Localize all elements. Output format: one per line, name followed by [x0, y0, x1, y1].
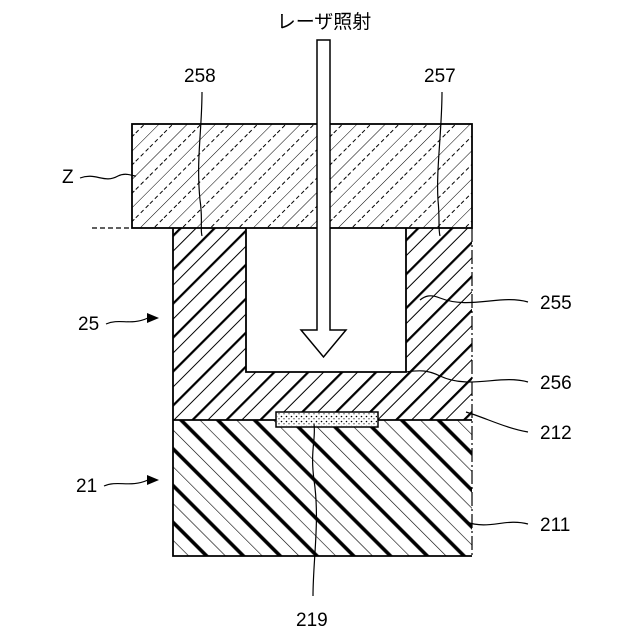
title-laser-irradiation: レーザ照射	[277, 11, 372, 33]
label-258: 258	[184, 66, 216, 87]
right-arrow-icon	[104, 475, 159, 486]
filler-219-dots	[277, 413, 377, 426]
label-21: 21	[76, 476, 97, 497]
label-211: 211	[540, 515, 570, 536]
right-arrow-icon	[106, 313, 159, 324]
label-256: 256	[540, 373, 572, 394]
leader-z	[80, 174, 136, 179]
label-25: 25	[78, 314, 99, 335]
leader-212	[466, 412, 528, 432]
label-212: 212	[540, 423, 572, 444]
label-219: 219	[296, 610, 328, 631]
label-257: 257	[424, 66, 456, 87]
plate-z	[132, 124, 472, 228]
label-255: 255	[540, 293, 572, 314]
leader-211	[466, 522, 528, 525]
part-21-body	[173, 420, 472, 556]
label-z: Z	[62, 167, 74, 188]
